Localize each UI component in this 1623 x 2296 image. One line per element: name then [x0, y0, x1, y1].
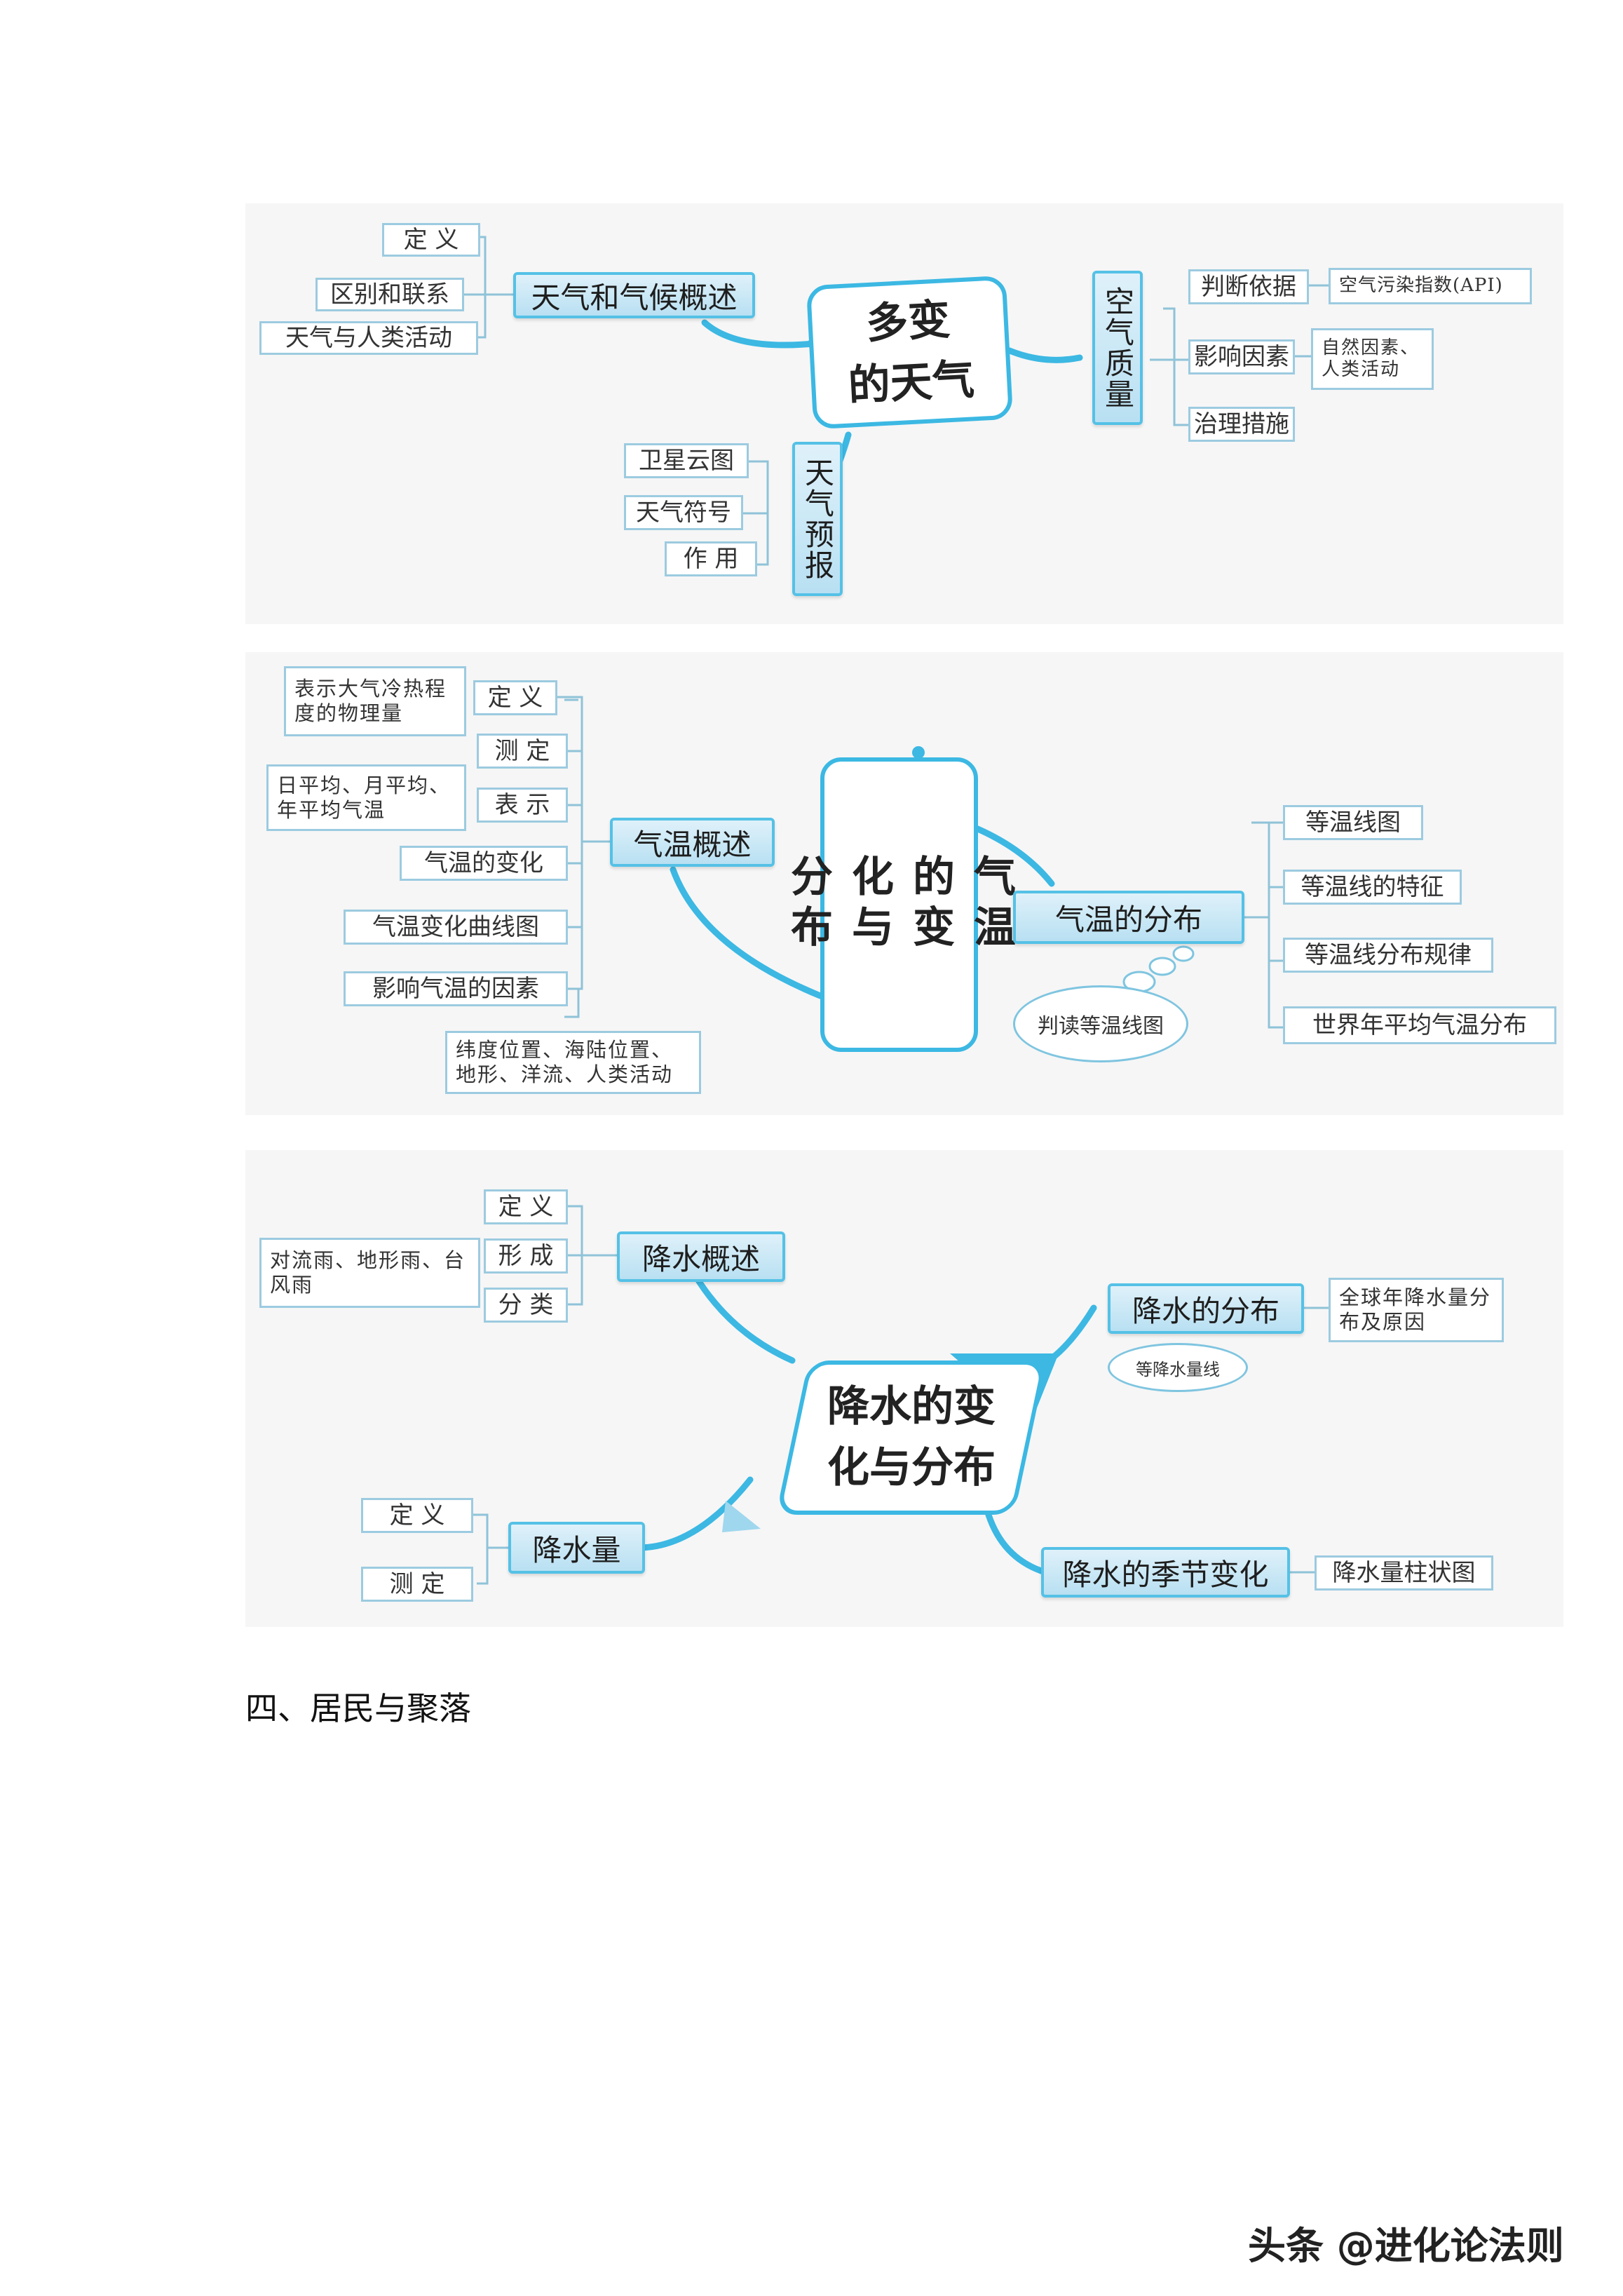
precip-overview-item: 形 成 [484, 1238, 568, 1274]
temperature-overview-item: 气温的变化 [400, 846, 568, 881]
precip-overview-hub: 降水概述 [617, 1231, 785, 1282]
temperature-overview-item: 影响气温的因素 [344, 971, 568, 1006]
precipitation-mindmap: 对流雨、地形雨、台风雨 定 义 形 成 分 类 降水概述 降水的分布 全球年降水… [245, 1150, 1563, 1627]
weather-mindmap: 定 义 区别和联系 天气与人类活动 天气和气候概述 多变的天气 空气质量 判断依… [245, 203, 1563, 624]
temperature-distribution-item: 等温线分布规律 [1283, 938, 1493, 973]
temperature-factors-note: 纬度位置、海陆位置、地形、洋流、人类活动 [445, 1031, 701, 1094]
temperature-connectors [557, 696, 1283, 1029]
air-quality-item: 影响因素 [1188, 339, 1295, 374]
weather-core: 多变的天气 [806, 275, 1014, 430]
air-quality-note: 自然因素、人类活动 [1311, 328, 1434, 390]
precip-amount-item: 定 义 [361, 1498, 473, 1533]
temperature-overview-item: 表 示 [477, 788, 568, 823]
precip-amount-hub: 降水量 [508, 1522, 645, 1574]
air-quality-note: 空气污染指数(API) [1329, 268, 1532, 304]
temperature-overview-item: 测 定 [477, 734, 568, 769]
temperature-overview-hub: 气温概述 [610, 818, 775, 867]
forecast-item: 作 用 [665, 541, 757, 576]
precip-distribution-note: 全球年降水量分布及原因 [1329, 1278, 1504, 1342]
core-line: 降水的变 [827, 1382, 996, 1431]
temperature-mindmap: 表示大气冷热程度的物理量 日平均、月平均、年平均气温 定 义 测 定 表 示 气… [245, 652, 1563, 1115]
temperature-distribution-item: 等温线图 [1283, 805, 1423, 840]
isotherm-bubble: 判读等温线图 [1013, 985, 1188, 1062]
temperature-overview-item: 定 义 [473, 680, 557, 715]
precip-seasonal-item: 降水量柱状图 [1315, 1555, 1493, 1591]
forecast-item: 天气符号 [624, 495, 743, 530]
core-line: 气温 [966, 854, 1016, 955]
section-heading: 四、居民与聚落 [245, 1689, 471, 1727]
temperature-representation-note: 日平均、月平均、年平均气温 [266, 764, 466, 831]
forecast-item: 卫星云图 [624, 443, 749, 478]
core-line: 分布 [783, 854, 833, 955]
temperature-core: 气温的变化与分布 [784, 757, 1016, 1052]
precip-distribution-hub: 降水的分布 [1108, 1283, 1304, 1334]
air-quality-item: 判断依据 [1188, 269, 1309, 304]
isohyet-bubble: 等降水量线 [1108, 1343, 1248, 1392]
temperature-distribution-hub: 气温的分布 [1013, 891, 1244, 944]
temperature-overview-item: 气温变化曲线图 [344, 910, 568, 945]
core-line: 多变 [864, 295, 951, 349]
watermark: 头条 @进化论法则 [1248, 2224, 1564, 2268]
core-line: 的天气 [847, 354, 976, 411]
precip-overview-item: 定 义 [484, 1189, 568, 1224]
precip-seasonal-hub: 降水的季节变化 [1041, 1547, 1290, 1598]
core-line: 化与 [844, 854, 894, 955]
precip-amount-item: 测 定 [361, 1567, 473, 1602]
precip-overview-item: 分 类 [484, 1288, 568, 1323]
weather-overview-item: 定 义 [382, 223, 480, 257]
temperature-distribution-item: 等温线的特征 [1283, 870, 1462, 905]
core-line: 化与分布 [827, 1443, 996, 1492]
air-quality-item: 治理措施 [1188, 407, 1295, 442]
precip-type-note: 对流雨、地形雨、台风雨 [259, 1238, 480, 1308]
temperature-distribution-item: 世界年平均气温分布 [1283, 1006, 1556, 1044]
temperature-definition-note: 表示大气冷热程度的物理量 [284, 666, 466, 736]
precip-core: 降水的变化与分布 [775, 1360, 1047, 1515]
core-line: 的变 [905, 854, 955, 955]
forecast-hub: 天气预报 [792, 442, 843, 596]
weather-overview-hub: 天气和气候概述 [513, 272, 755, 318]
air-quality-hub: 空气质量 [1092, 271, 1143, 425]
weather-overview-item: 天气与人类活动 [259, 321, 478, 355]
weather-overview-item: 区别和联系 [315, 278, 464, 311]
